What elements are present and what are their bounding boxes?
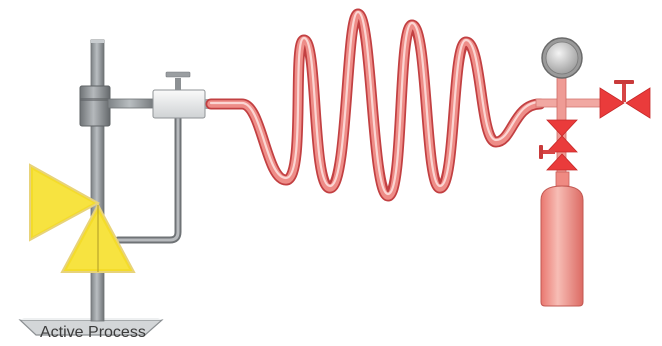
grey-tubing <box>114 114 182 244</box>
support-column <box>90 39 105 322</box>
injector-block <box>152 71 211 119</box>
horizontal-arm <box>107 98 157 109</box>
regulator-gauge-icon <box>541 37 583 79</box>
base-label: Active Process <box>40 324 146 341</box>
outlet-valve-icon <box>599 80 651 119</box>
warning-triangle-icon <box>29 163 136 273</box>
coiled-tubing <box>205 8 546 202</box>
needle-valve-icon <box>539 119 578 171</box>
column-clamp <box>79 85 111 127</box>
gas-cylinder-icon <box>540 171 584 307</box>
base-plate: Active Process <box>18 318 164 341</box>
outlet-pipe <box>535 98 607 108</box>
